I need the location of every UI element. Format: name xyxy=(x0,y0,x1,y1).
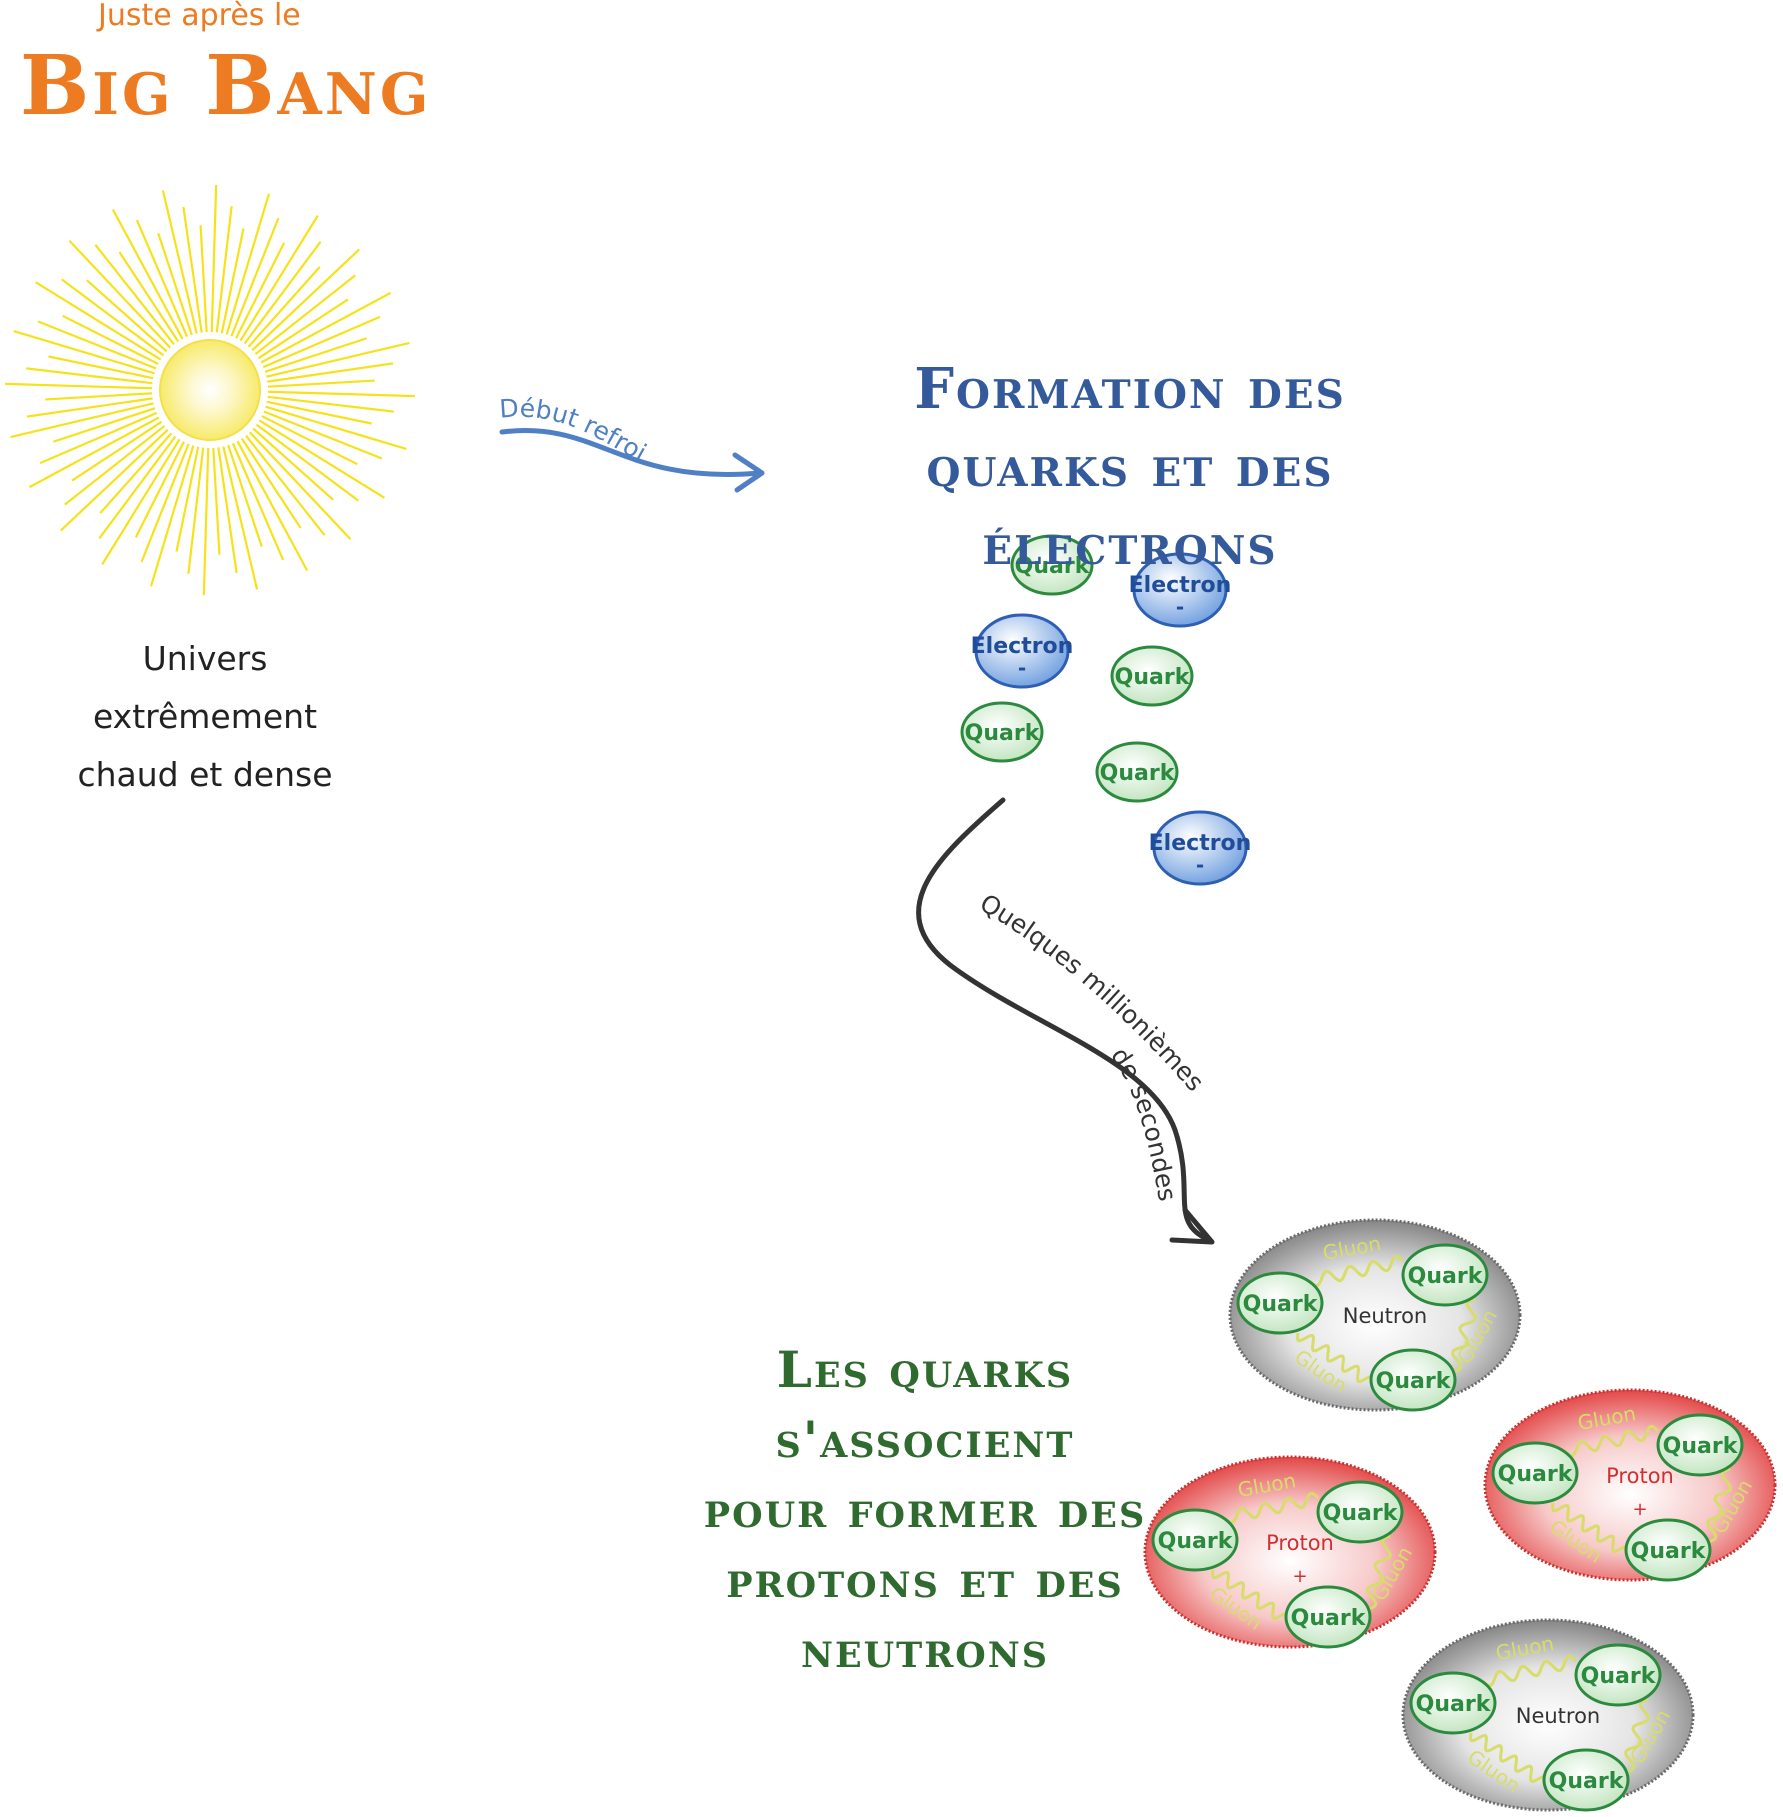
electron-label: Electron xyxy=(971,634,1074,659)
quark-label: Quark xyxy=(1408,1264,1484,1289)
electron-charge: - xyxy=(1018,656,1026,680)
quark: Quark xyxy=(1151,1508,1239,1572)
electron-charge: - xyxy=(1176,595,1184,619)
quark: Quark xyxy=(1409,1671,1497,1735)
formation-heading-line2: quarks et des électrons xyxy=(926,434,1334,578)
quark-label: Quark xyxy=(1158,1529,1234,1554)
gluon-wave xyxy=(1366,1534,1392,1611)
sun-caption-line1: Univers extrêmement xyxy=(92,639,318,736)
quark-label: Quark xyxy=(1376,1369,1452,1394)
quark: Quark xyxy=(1656,1413,1744,1477)
quark-label: Quark xyxy=(965,721,1041,746)
quark-label: Quark xyxy=(1663,1434,1739,1459)
proton-label: Proton xyxy=(1266,1531,1334,1555)
quark-label: Quark xyxy=(1498,1462,1574,1487)
gluon-wave xyxy=(1451,1297,1477,1374)
gluon-wave xyxy=(1551,1502,1630,1555)
quark: Quark xyxy=(1316,1480,1404,1544)
subtitle: Juste après le xyxy=(98,0,301,33)
proton-label: Proton xyxy=(1606,1464,1674,1488)
nucleons: GluonGluonGluonQuarkQuarkQuarkNeutronGlu… xyxy=(1143,1218,1777,1812)
quark-label: Quark xyxy=(1100,761,1176,786)
neutron-label: Neutron xyxy=(1516,1704,1601,1728)
association-heading-line3: protons et des xyxy=(726,1550,1124,1609)
quark: Quark xyxy=(1624,1518,1712,1582)
free-particles: QuarkElectron-Electron-QuarkQuarkQuarkEl… xyxy=(960,534,1252,886)
cooling-arrow: Début refroidissement xyxy=(0,0,765,493)
electron-label: Electron xyxy=(1149,831,1252,856)
quark-label: Quark xyxy=(1323,1501,1399,1526)
proton-charge: + xyxy=(1292,1566,1307,1587)
gluon-wave xyxy=(1624,1697,1650,1774)
quark-label: Quark xyxy=(1291,1606,1367,1631)
neutron-label: Neutron xyxy=(1343,1304,1428,1328)
quark: Quark xyxy=(1010,534,1094,596)
association-heading-line1: Les quarks s'associent xyxy=(775,1340,1075,1469)
gluon-wave xyxy=(1211,1569,1290,1622)
sun-caption-line2: chaud et dense xyxy=(77,755,333,794)
electron-charge: - xyxy=(1196,853,1204,877)
electron: Electron- xyxy=(1129,552,1232,628)
sun-icon xyxy=(5,185,415,595)
quark-label: Quark xyxy=(1549,1769,1625,1794)
gluon-wave xyxy=(1563,1424,1660,1458)
gluon-wave xyxy=(1308,1254,1405,1288)
gluon-wave xyxy=(1223,1491,1320,1525)
quark: Quark xyxy=(1574,1643,1662,1707)
electron: Electron- xyxy=(971,613,1074,689)
quark: Quark xyxy=(960,701,1044,763)
electron: Electron- xyxy=(1149,810,1252,886)
quark: Quark xyxy=(1369,1348,1457,1412)
quark: Quark xyxy=(1401,1243,1489,1307)
association-heading-line4: neutrons xyxy=(800,1620,1050,1679)
gluon-wave xyxy=(1469,1732,1548,1785)
time-arrow-label-line1: Quelques millionièmes xyxy=(975,888,1210,1097)
gluon-wave xyxy=(1481,1654,1578,1688)
quark: Quark xyxy=(1542,1748,1630,1812)
electron-label: Electron xyxy=(1129,573,1232,598)
quark: Quark xyxy=(1491,1441,1579,1505)
proton-charge: + xyxy=(1632,1499,1647,1520)
quark-label: Quark xyxy=(1416,1692,1492,1717)
quark-label: Quark xyxy=(1015,554,1091,579)
quark: Quark xyxy=(1236,1271,1324,1335)
quark: Quark xyxy=(1284,1585,1372,1649)
sun-caption: Univers extrêmement chaud et dense xyxy=(30,630,380,804)
gluon-wave xyxy=(1706,1467,1732,1544)
formation-heading: Formation des quarks et des électrons xyxy=(780,350,1480,584)
gluon-wave xyxy=(1296,1332,1375,1385)
association-heading: Les quarks s'associent pour former des p… xyxy=(630,1335,1220,1685)
main-title: Big Bang xyxy=(20,38,432,134)
quark: Quark xyxy=(1095,741,1179,803)
formation-heading-line1: Formation des xyxy=(914,356,1346,422)
quark-label: Quark xyxy=(1115,665,1191,690)
quark-label: Quark xyxy=(1243,1292,1319,1317)
association-heading-line2: pour former des xyxy=(703,1480,1147,1539)
quark-label: Quark xyxy=(1581,1664,1657,1689)
quark: Quark xyxy=(1110,645,1194,707)
quark-label: Quark xyxy=(1631,1539,1707,1564)
